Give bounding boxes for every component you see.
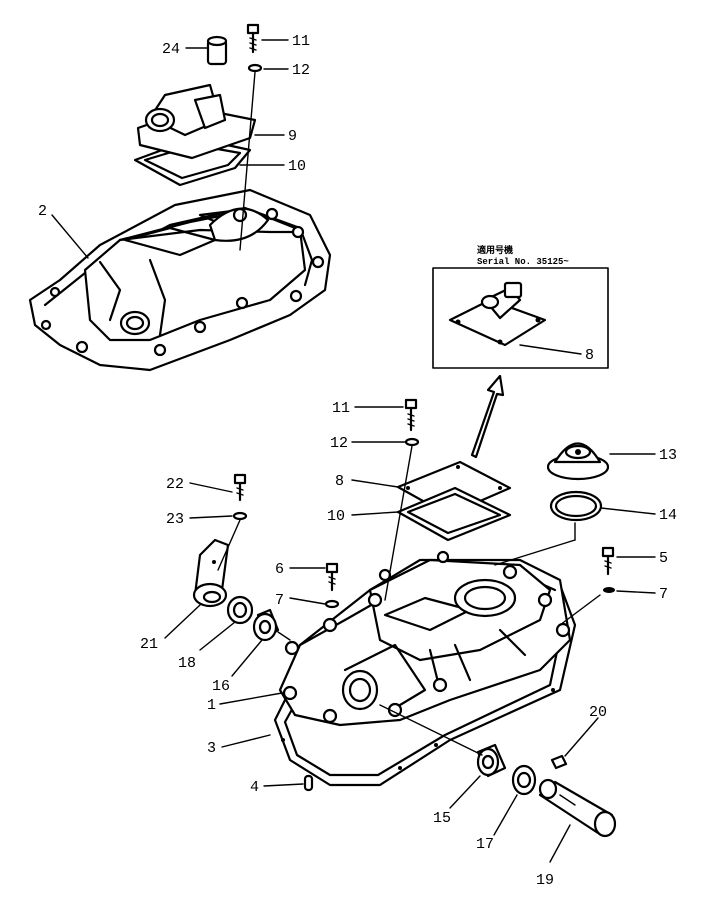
replacement-arrow	[470, 374, 505, 459]
callout-20: 20	[589, 704, 607, 721]
serial-note-line2: Serial No. 35125~	[477, 257, 569, 267]
cap-13	[546, 442, 610, 481]
key-20	[550, 754, 568, 770]
callout-22: 22	[166, 476, 184, 493]
part-24-cap	[206, 35, 228, 66]
callout-6: 6	[275, 561, 284, 578]
callout-8-inset: 8	[585, 347, 594, 364]
bolt-11-lower	[404, 398, 418, 432]
callout-7-left: 7	[275, 592, 284, 609]
callout-10-upper: 10	[288, 158, 306, 175]
callout-11-upper: 11	[292, 33, 310, 50]
callout-12-lower: 12	[330, 435, 348, 452]
callout-12-upper: 12	[292, 62, 310, 79]
serial-note-inset: 適用号機 Serial No. 35125~	[432, 244, 609, 369]
serial-note-line1: 適用号機	[477, 244, 513, 256]
washer-12-lower	[404, 437, 420, 447]
pin-4	[303, 774, 314, 792]
washer-7-right	[603, 587, 615, 593]
callout-23: 23	[166, 511, 184, 528]
callout-24: 24	[162, 41, 180, 58]
gasket-10-lower	[396, 486, 512, 542]
bolt-heads-lower	[282, 550, 571, 724]
callout-2: 2	[38, 203, 47, 220]
callout-3: 3	[207, 740, 216, 757]
bolt-heads-upper	[40, 207, 325, 357]
bolt-6	[325, 562, 339, 592]
callout-15: 15	[433, 810, 451, 827]
bearing-17	[511, 764, 537, 796]
shaft-19	[538, 778, 617, 838]
callout-5: 5	[659, 550, 668, 567]
leader-lines	[51, 39, 656, 863]
bearing-18	[226, 595, 254, 625]
bushing-15	[476, 743, 507, 778]
bolt-22	[233, 473, 247, 502]
washer-7-left	[324, 599, 340, 609]
upper-housing-assembly	[28, 23, 332, 372]
callout-19: 19	[536, 872, 554, 889]
callout-14: 14	[659, 507, 677, 524]
callout-10-lower: 10	[327, 508, 345, 525]
bolt-5	[601, 546, 615, 576]
seal-16	[252, 608, 291, 642]
callout-18: 18	[178, 655, 196, 672]
washer-23	[232, 511, 248, 521]
bolt-11-upper	[246, 23, 260, 54]
lower-case-assembly	[273, 398, 615, 792]
callout-8-lower: 8	[335, 473, 344, 490]
callout-4: 4	[250, 779, 259, 796]
callout-7-right: 7	[659, 586, 668, 603]
callout-11-lower: 11	[332, 400, 350, 417]
callout-1: 1	[207, 697, 216, 714]
bracket-21	[192, 538, 230, 608]
callout-9: 9	[288, 128, 297, 145]
o-ring-14	[549, 490, 603, 522]
callout-labels: 24 11 12 9 10 2 8 11 12 8 10 13 14 6 7 5…	[38, 33, 677, 889]
callout-21: 21	[140, 636, 158, 653]
callout-13: 13	[659, 447, 677, 464]
callout-17: 17	[476, 836, 494, 853]
callout-16: 16	[212, 678, 230, 695]
washer-12-upper	[247, 63, 263, 73]
